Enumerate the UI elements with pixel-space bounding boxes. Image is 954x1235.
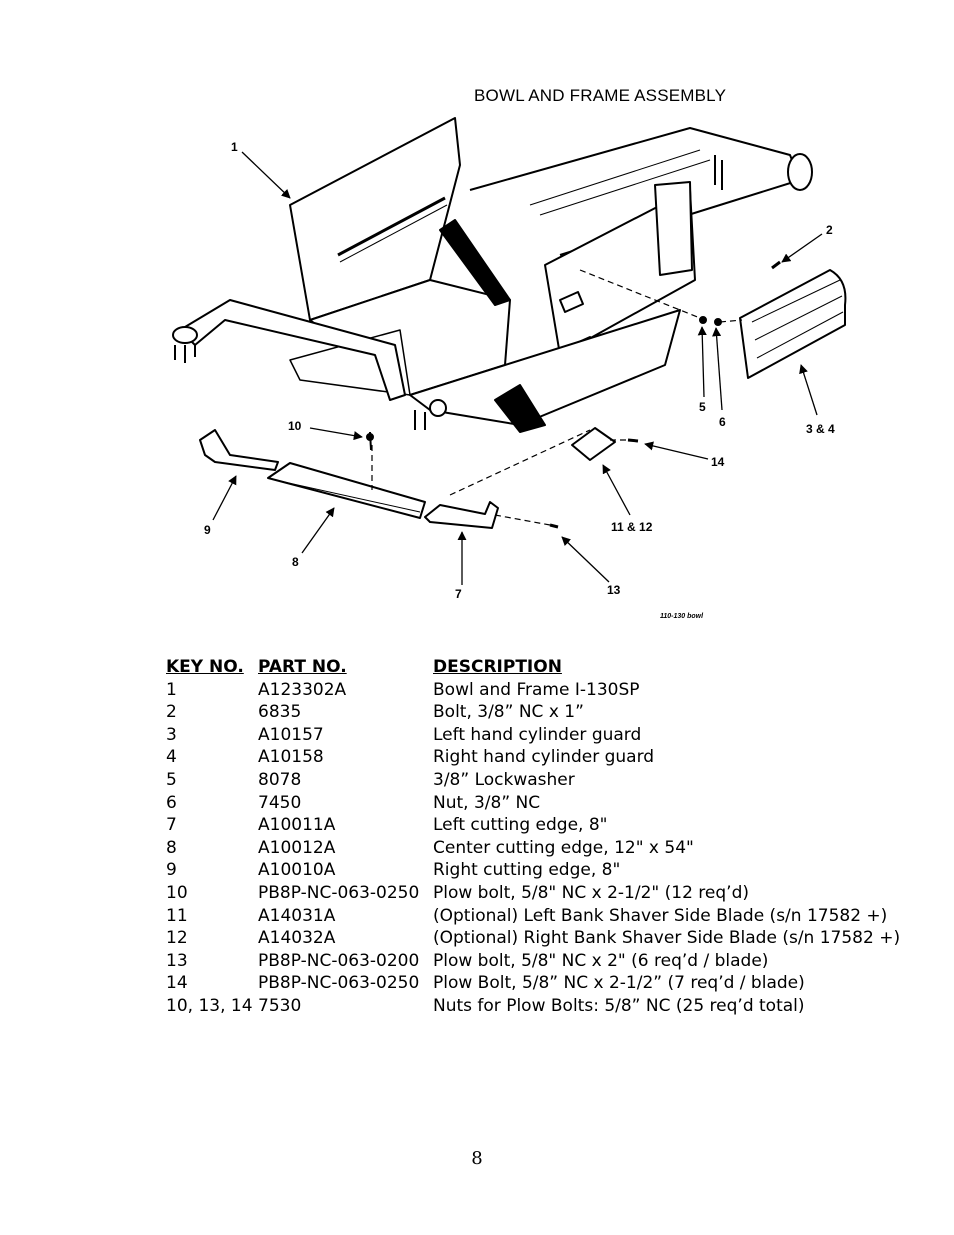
part-no-cell: PB8P-NC-063-0250: [258, 882, 420, 903]
side-rails: [469, 127, 813, 256]
page-number: 8: [471, 1148, 483, 1169]
cutting-edge-right: [199, 429, 279, 471]
page-title: BOWL AND FRAME ASSEMBLY: [474, 86, 727, 105]
key-no-cell: 9: [166, 860, 177, 881]
key-no-cell: 11: [166, 905, 188, 926]
key-no-cell: 4: [166, 747, 177, 768]
part-no-cell: A14031A: [258, 905, 336, 926]
description-cell: Right hand cylinder guard: [433, 747, 655, 768]
part-no-cell: A123302A: [258, 679, 347, 700]
callout-5: 5: [699, 400, 706, 414]
description-cell: Nuts for Plow Bolts: 5/8” NC (25 req’d t…: [433, 995, 805, 1016]
header-description: DESCRIPTION: [433, 657, 562, 677]
part-no-cell: A10158: [258, 747, 324, 768]
description-cell: Bolt, 3/8” NC x 1”: [433, 702, 584, 723]
description-cell: Right cutting edge, 8": [433, 860, 621, 881]
key-no-cell: 10: [166, 882, 188, 903]
part-no-cell: PB8P-NC-063-0200: [258, 950, 420, 971]
callout-9: 9: [204, 523, 211, 537]
part-no-cell: PB8P-NC-063-0250: [258, 973, 420, 994]
key-no-cell: 14: [166, 973, 188, 994]
description-cell: Center cutting edge, 12" x 54": [433, 837, 694, 858]
description-cell: Plow Bolt, 5/8” NC x 2-1/2” (7 req’d / b…: [433, 973, 805, 994]
side-plate: [544, 181, 696, 362]
description-cell: Left cutting edge, 8": [433, 815, 608, 836]
key-no-cell: 1: [166, 679, 177, 700]
front-cross-tube: [172, 299, 406, 401]
description-cell: (Optional) Right Bank Shaver Side Blade …: [433, 928, 901, 949]
key-no-cell: 5: [166, 769, 177, 790]
bottom-frame: [409, 309, 681, 433]
side-blade: [571, 427, 616, 461]
part-no-cell: A10157: [258, 724, 324, 745]
bowl-back-panel: [289, 117, 461, 321]
description-cell: Plow bolt, 5/8" NC x 2" (6 req’d / blade…: [433, 950, 769, 971]
callout-6: 6: [719, 415, 726, 429]
header-part-no: PART NO.: [258, 657, 347, 677]
key-no-cell: 7: [166, 815, 177, 836]
description-cell: Plow bolt, 5/8" NC x 2-1/2" (12 req’d): [433, 882, 750, 903]
part-no-cell: 6835: [258, 702, 302, 723]
key-no-cell: 12: [166, 928, 188, 949]
callout-13: 13: [607, 583, 621, 597]
header-key-no: KEY NO.: [166, 657, 244, 677]
part-no-cell: A10011A: [258, 815, 336, 836]
key-no-cell: 2: [166, 702, 177, 723]
description-cell: Bowl and Frame I-130SP: [433, 679, 640, 700]
key-no-cell: 6: [166, 792, 177, 813]
description-cell: Left hand cylinder guard: [433, 724, 642, 745]
description-cell: Nut, 3/8” NC: [433, 792, 541, 813]
description-cell: (Optional) Left Bank Shaver Side Blade (…: [433, 905, 888, 926]
key-no-cell: 10, 13, 14: [166, 995, 253, 1016]
cutting-edge-center: [267, 462, 426, 519]
bowl-floor: [289, 219, 511, 396]
part-no-cell: 7450: [258, 792, 302, 813]
key-no-cell: 3: [166, 724, 177, 745]
callout-7: 7: [455, 587, 462, 601]
key-no-cell: 8: [166, 837, 177, 858]
part-no-cell: 7530: [258, 995, 302, 1016]
callout-3-4: 3 & 4: [806, 422, 835, 436]
callout-2: 2: [826, 223, 833, 237]
callout-10: 10: [288, 419, 302, 433]
figure-label: 110-130 bowl: [660, 613, 704, 620]
part-no-cell: A10012A: [258, 837, 336, 858]
callout-1: 1: [231, 140, 238, 154]
callout-14: 14: [711, 455, 725, 469]
part-no-cell: A10010A: [258, 860, 336, 881]
part-no-cell: A14032A: [258, 928, 336, 949]
part-no-cell: 8078: [258, 769, 302, 790]
description-cell: 3/8” Lockwasher: [433, 769, 575, 790]
cylinder-guard: [739, 269, 847, 379]
callout-8: 8: [292, 555, 299, 569]
key-no-cell: 13: [166, 950, 188, 971]
cutting-edge-left: [424, 501, 499, 529]
callout-11-12: 11 & 12: [611, 520, 653, 534]
exploded-parts-diagram: 1 2 3 & 4 5 6 7 8 9 10 11 & 12 13 14 110…: [172, 117, 847, 620]
